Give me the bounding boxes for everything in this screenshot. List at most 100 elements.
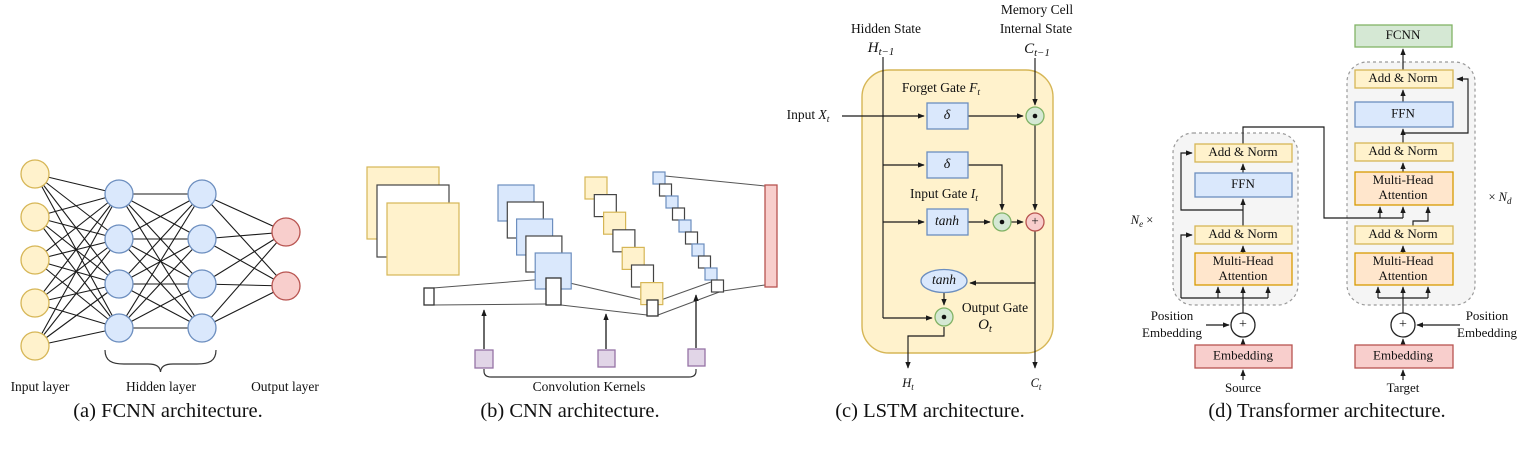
- feature-maps-3: [658, 183, 673, 197]
- panel-cnn: Convolution Kernels: [366, 166, 778, 394]
- target-label: Target: [1387, 380, 1420, 395]
- hidden-layer-label: Hidden layer: [126, 379, 197, 394]
- fan-line: [432, 278, 547, 289]
- plus-sign: +: [1239, 317, 1247, 332]
- fan-line: [560, 304, 648, 316]
- embedding-label: Embedding: [1213, 347, 1273, 362]
- add-norm-label: Add & Norm: [1368, 226, 1437, 241]
- input-gate-sigma-box: [926, 151, 969, 179]
- embedding-label: Embedding: [1373, 347, 1433, 362]
- conv-window: [545, 277, 562, 306]
- neuron-node: [187, 269, 217, 299]
- edge: [201, 231, 287, 285]
- fan-line: [432, 303, 547, 306]
- ffn-box: [1354, 101, 1454, 128]
- add-norm-label: Add & Norm: [1208, 144, 1277, 159]
- h-t-label: Ht: [901, 376, 914, 392]
- edge: [201, 238, 287, 287]
- flatten-vector: [764, 184, 778, 288]
- caption-cnn: (b) CNN architecture.: [480, 400, 659, 422]
- h-prev-label: Ht−1: [867, 40, 895, 58]
- add-norm-box: [1194, 225, 1293, 245]
- edge: [118, 238, 203, 329]
- embedding-box: [1354, 344, 1454, 369]
- neuron-node: [20, 288, 50, 318]
- neuron-node: [104, 224, 134, 254]
- mult-dot: [1032, 113, 1038, 119]
- feature-maps-3: [684, 231, 699, 245]
- edge: [34, 193, 120, 304]
- neuron-node: [104, 269, 134, 299]
- mha-label: Attention: [1378, 187, 1428, 202]
- feature-maps-3: [710, 279, 725, 293]
- pos-add-node: [1230, 312, 1256, 338]
- mult-dot: [999, 219, 1005, 225]
- input-layer-label: Input layer: [11, 379, 70, 394]
- n-decoder-label: × Nd: [1488, 190, 1512, 206]
- position-embedding-label: Embedding: [1142, 325, 1202, 340]
- fan-line: [657, 290, 723, 316]
- source-label: Source: [1225, 380, 1261, 395]
- edge: [201, 193, 287, 233]
- kernel: [597, 349, 616, 368]
- edge: [34, 193, 120, 347]
- input-gate-label: Input Gate It: [910, 186, 978, 204]
- neuron-node: [271, 217, 301, 247]
- fan-line: [657, 281, 712, 302]
- mha-label: Multi-Head: [1373, 253, 1434, 268]
- position-embedding-label: Position: [1151, 308, 1194, 323]
- edge: [201, 231, 287, 329]
- neuron-node: [187, 179, 217, 209]
- memory-cell-label-2: Internal State: [1000, 21, 1072, 36]
- edge: [201, 285, 287, 329]
- tanh-label: tanh: [932, 272, 956, 287]
- feature-maps-3: [671, 207, 686, 221]
- add-norm-box: [1354, 142, 1454, 162]
- feature-maps-3: [704, 267, 718, 281]
- mult-dot: [941, 314, 947, 320]
- forget-gate-label: Forget Gate Ft: [902, 80, 981, 98]
- edge: [118, 193, 203, 285]
- conv-window: [423, 287, 435, 306]
- ffn-box: [1194, 172, 1293, 198]
- caption-lstm: (c) LSTM architecture.: [835, 400, 1025, 422]
- multi-head-attention-box: [1194, 252, 1293, 286]
- tanh-label: tanh: [935, 213, 959, 228]
- fan-line: [664, 175, 766, 187]
- edge: [34, 283, 120, 347]
- input-gate-tanh-box: [926, 208, 969, 236]
- input-image-stack: [386, 202, 460, 276]
- neuron-node: [20, 331, 50, 361]
- neuron-node: [20, 202, 50, 232]
- edge: [34, 216, 120, 285]
- residual-wire: [1403, 76, 1469, 134]
- caption-fcnn: (a) FCNN architecture.: [73, 400, 263, 422]
- pos-add-node: [1390, 312, 1416, 338]
- multi-head-attention-box: [1354, 171, 1454, 206]
- hidden-layer-brace: [104, 349, 217, 373]
- sigma-label: δ: [944, 108, 951, 123]
- wire: [968, 164, 1005, 211]
- plus-sign: +: [1031, 213, 1038, 228]
- fan-line: [560, 280, 648, 302]
- multi-head-attention-box: [1354, 252, 1454, 286]
- output-gate-label: Output Gate: [962, 300, 1028, 315]
- mha-label: Attention: [1378, 268, 1428, 283]
- embedding-box: [1194, 344, 1293, 369]
- tanh-ellipse: [920, 268, 968, 294]
- residual-wire: [1180, 150, 1243, 211]
- fan-line: [722, 284, 766, 292]
- ffn-label: FFN: [1391, 105, 1415, 120]
- n-encoder-label: Ne ×: [1130, 213, 1154, 229]
- position-embedding-label: Position: [1466, 308, 1509, 323]
- edge: [34, 173, 120, 240]
- plus-sign: +: [1399, 317, 1407, 332]
- edge: [201, 193, 287, 287]
- hidden-state-label: Hidden State: [851, 21, 921, 36]
- conv-kernels-label: Convolution Kernels: [533, 379, 646, 394]
- feature-maps-3: [665, 195, 679, 209]
- edge: [118, 193, 203, 240]
